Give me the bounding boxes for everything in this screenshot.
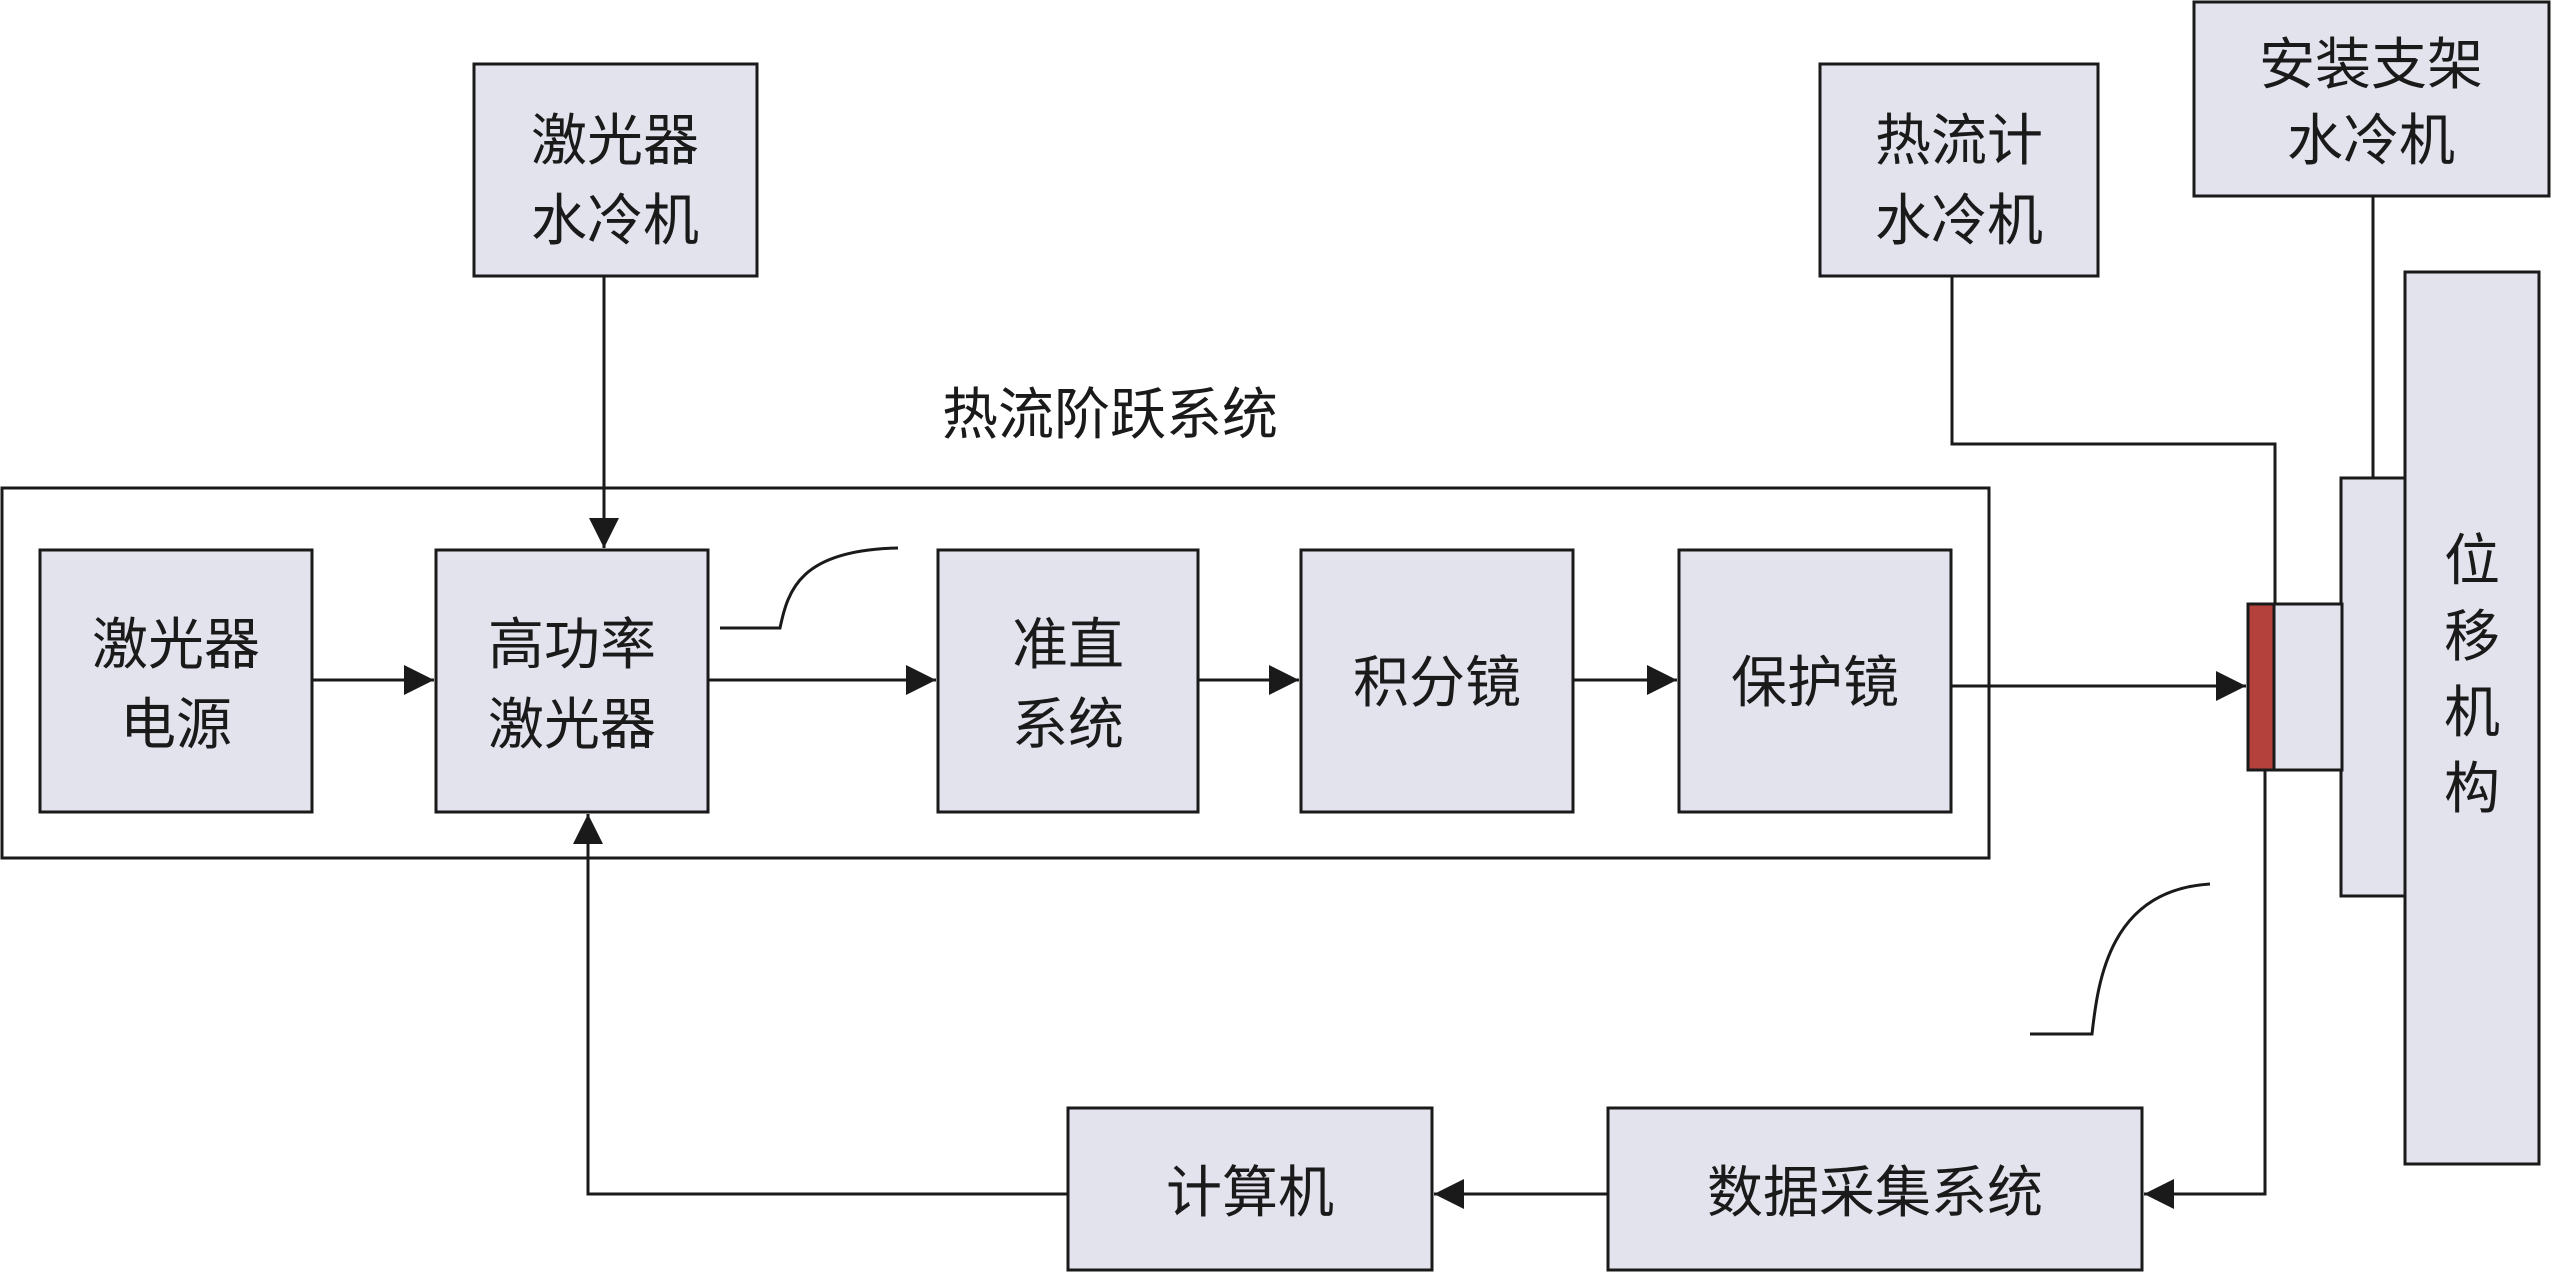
- arrow-gauge-to-daq: [2144, 770, 2267, 1209]
- computer-box: 计算机: [1066, 1106, 1434, 1272]
- mount-bracket-block: [2339, 476, 2407, 898]
- displacement-char-4: 构: [2444, 757, 2500, 822]
- heatflux-chiller-box: 热流计 水冷机: [1818, 62, 2100, 278]
- laser-chiller-line2: 水冷机: [531, 189, 699, 254]
- laser-power-line2: 电源: [120, 693, 232, 758]
- laser-power-box: 激光器 电源: [38, 548, 314, 814]
- computer-label: 计算机: [1166, 1161, 1334, 1226]
- laser-chiller-line1: 激光器: [531, 109, 699, 174]
- daq-box: 数据采集系统: [1606, 1106, 2144, 1272]
- integrator-label: 积分镜: [1353, 651, 1521, 716]
- collimator-box: 准直 系统: [936, 548, 1200, 814]
- daq-label: 数据采集系统: [1707, 1161, 2043, 1226]
- displacement-mechanism-box: 位 移 机 构: [2403, 270, 2541, 1166]
- heat-flux-step-system-frame: [0, 486, 1991, 860]
- sensor-holder-block: [2266, 602, 2344, 772]
- mount-chiller-line2: 水冷机: [2287, 109, 2455, 174]
- mount-chiller-line1: 安装支架: [2259, 33, 2483, 98]
- high-power-laser-line2: 激光器: [488, 693, 656, 758]
- heatflux-chiller-line1: 热流计: [1875, 109, 2043, 174]
- high-power-laser-box: 高功率 激光器: [434, 548, 710, 814]
- displacement-char-1: 位: [2444, 529, 2500, 594]
- mount-chiller-box: 安装支架 水冷机: [2192, 0, 2551, 198]
- high-power-laser-line1: 高功率: [488, 613, 656, 678]
- system-title: 热流阶跃系统: [942, 383, 1278, 448]
- displacement-char-3: 机: [2444, 681, 2500, 746]
- protect-mirror-label: 保护镜: [1731, 651, 1899, 716]
- displacement-char-2: 移: [2444, 605, 2500, 670]
- collimator-line1: 准直: [1012, 613, 1124, 678]
- heatflux-chiller-line2: 水冷机: [1875, 189, 2043, 254]
- integrator-box: 积分镜: [1299, 548, 1575, 814]
- leader-curve-gauge: [2030, 882, 2211, 1036]
- laser-power-line1: 激光器: [92, 613, 260, 678]
- protect-mirror-box: 保护镜: [1677, 548, 1953, 814]
- arrow-computer-to-laser: [573, 814, 1068, 1196]
- collimator-line2: 系统: [1012, 693, 1124, 758]
- laser-chiller-box: 激光器 水冷机: [472, 62, 759, 278]
- heat-flux-gauge: [2246, 602, 2276, 772]
- leader-curve-laser-output: [720, 546, 899, 630]
- heatflux-chiller-line: [1950, 276, 2277, 604]
